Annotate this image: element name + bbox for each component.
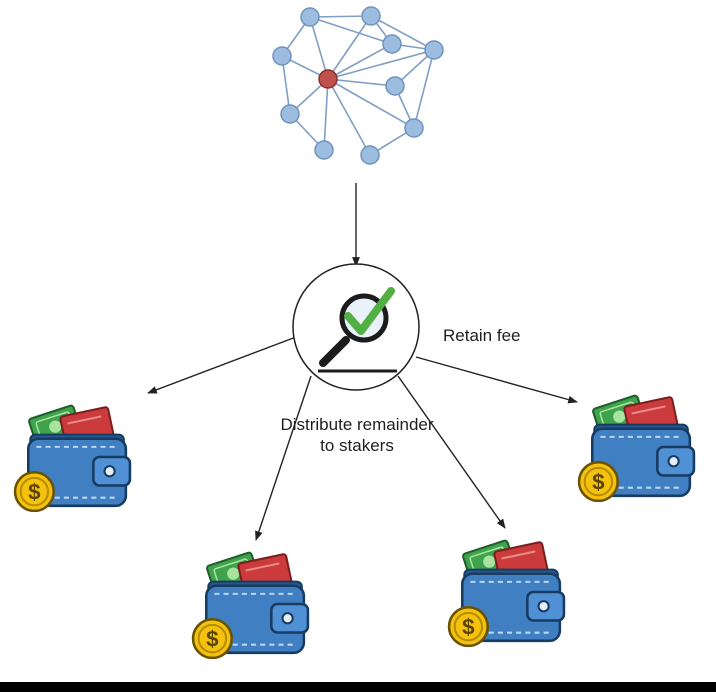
wallet-right-icon	[577, 393, 696, 502]
wallet-bottom-left-icon	[191, 550, 310, 659]
wallet-bottom-right-icon	[447, 538, 566, 647]
arrow-to-wallet-right	[415, 356, 578, 404]
arrow-to-wallet-left	[147, 336, 297, 394]
network-graph-icon	[272, 6, 444, 165]
magnifier-check-icon	[292, 263, 420, 391]
flow-arrows	[147, 183, 578, 541]
arrow-to-wallet-bottom-right	[397, 375, 506, 529]
arrow-to-wallet-bottom-left	[255, 375, 312, 541]
distribute-remainder-label: Distribute remainder to stakers	[262, 414, 452, 456]
bottom-border	[0, 682, 716, 692]
wallet-left-icon	[13, 403, 132, 512]
distribute-label-line1: Distribute remainder	[280, 415, 434, 434]
hub-node	[318, 69, 338, 89]
retain-fee-label: Retain fee	[443, 326, 521, 345]
distribute-label-line2: to stakers	[320, 436, 394, 455]
